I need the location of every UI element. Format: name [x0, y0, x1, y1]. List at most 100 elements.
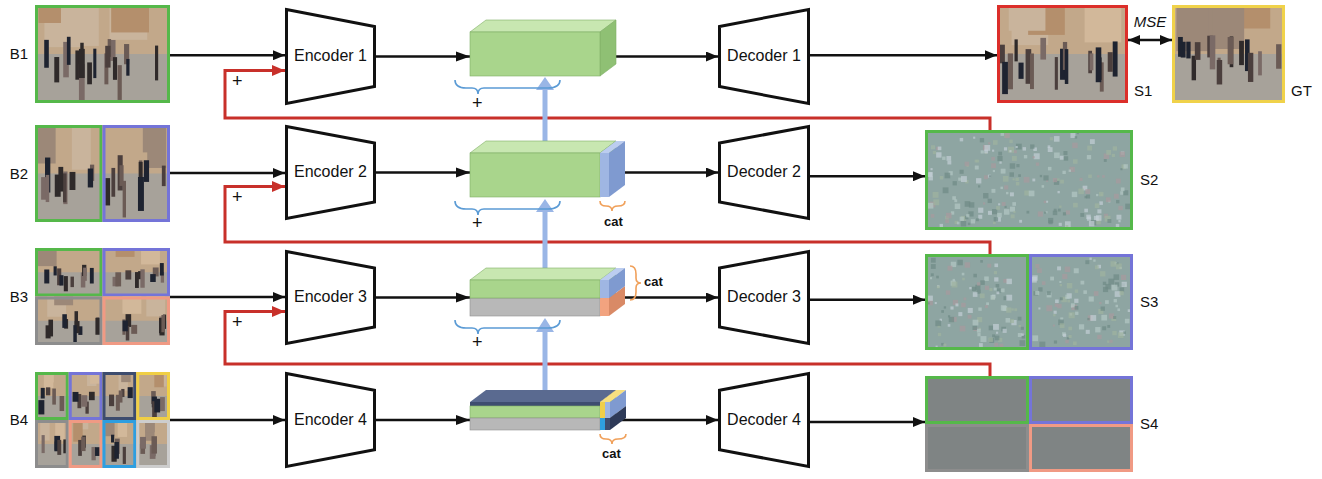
tile-noise [1095, 327, 1100, 332]
flow-arrow [170, 419, 285, 422]
tile-noise [993, 140, 998, 145]
tile-frame [37, 127, 102, 221]
tile-noise [1123, 331, 1126, 334]
tile-noise [994, 271, 997, 274]
tile-noise [960, 326, 966, 332]
tile-frame [70, 374, 101, 419]
tile-noise [933, 199, 939, 205]
tile-noise [980, 293, 985, 298]
tile-noise [992, 334, 995, 337]
tile-frame [37, 298, 102, 344]
image-tile [925, 254, 1029, 350]
tile-figure [114, 442, 119, 459]
tile-noise [931, 258, 936, 263]
tile-noise [985, 305, 988, 308]
tile-frame [104, 374, 135, 419]
tile-figure [1090, 53, 1094, 70]
tile-noise [965, 162, 970, 167]
tile-frame [104, 422, 135, 467]
block-label: Encoder 2 [294, 163, 367, 181]
tile-noise [993, 324, 999, 330]
tile-noise [1107, 340, 1109, 342]
feature-block [470, 268, 625, 316]
tile-figure [1178, 37, 1183, 57]
tile-noise [1053, 178, 1057, 182]
tile-noise [1075, 312, 1078, 315]
tile-noise [1004, 185, 1008, 189]
flow-arrow [810, 54, 997, 57]
tile-noise [1005, 133, 1010, 138]
tile-fill [925, 130, 1133, 230]
block-side [609, 268, 625, 298]
sum-sign: + [472, 95, 483, 112]
tile-noise [1089, 258, 1091, 260]
tile-figure [87, 62, 92, 84]
block-top [470, 390, 616, 402]
tile-noise [1078, 189, 1084, 195]
image-tile [103, 372, 137, 420]
tile-figure [1055, 57, 1058, 90]
tile-figure [1065, 49, 1068, 84]
tile-noise [930, 277, 932, 279]
tile-noise [940, 224, 943, 227]
tile-figure [105, 46, 110, 68]
tile-noise [1112, 285, 1118, 291]
tile-figure [109, 395, 114, 407]
sum-brace [455, 320, 560, 334]
trapezoid-outline [720, 10, 809, 104]
tile-noise [1063, 151, 1067, 155]
tile-noise [942, 157, 945, 160]
tile-noise [997, 213, 1002, 218]
tile-noise [971, 219, 975, 223]
tile-noise [938, 333, 941, 336]
decoder-block: Decoder 1 [718, 8, 810, 105]
tile-noise [1046, 201, 1048, 203]
tile-noise [1101, 315, 1107, 321]
tile-figure [111, 168, 115, 197]
image-label: S4 [1140, 416, 1158, 433]
flow-arrow [810, 421, 925, 424]
tile-noise [1010, 163, 1015, 168]
tile-noise [1128, 309, 1131, 312]
tile-noise [1097, 209, 1101, 213]
tile-noise [1065, 221, 1071, 227]
tile-noise [1042, 281, 1046, 285]
image-tile [1029, 376, 1133, 424]
tile-noise [987, 264, 991, 268]
image-label: S1 [1134, 83, 1152, 100]
tile-figure [1030, 53, 1034, 89]
tile-frame [1031, 256, 1132, 349]
sum-braces [455, 80, 560, 334]
tile-noise [1084, 209, 1088, 213]
tile-figure [1210, 35, 1216, 69]
trapezoid-outline [720, 127, 809, 219]
tile-figure [1040, 38, 1046, 60]
trapezoid-outline [720, 252, 809, 344]
tile-figure [81, 437, 85, 451]
tile-noise [1048, 145, 1051, 148]
tile-noise [1018, 317, 1022, 321]
block-label: Decoder 1 [727, 47, 801, 65]
tile-figure [150, 274, 156, 282]
tile-building [72, 125, 91, 170]
feature-block [470, 390, 626, 430]
block-label: Encoder 4 [294, 411, 367, 429]
tile-noise [1044, 201, 1046, 203]
tile-frame [104, 298, 169, 344]
tile-figure [89, 392, 95, 400]
trapezoid-outline [287, 10, 375, 104]
tile-noise [1035, 264, 1039, 268]
tile-figure [144, 160, 149, 182]
tile-figure [123, 447, 126, 464]
tile-figure [1248, 53, 1253, 82]
tile-noise [988, 175, 991, 178]
tile-noise [1027, 211, 1030, 214]
tile-noise [1050, 137, 1053, 140]
tile-noise [1118, 206, 1122, 210]
tile-figure [160, 397, 165, 411]
image-art [925, 130, 1133, 230]
tile-noise [1019, 220, 1022, 223]
tile-noise [1097, 175, 1099, 177]
tile-noise [931, 273, 934, 276]
